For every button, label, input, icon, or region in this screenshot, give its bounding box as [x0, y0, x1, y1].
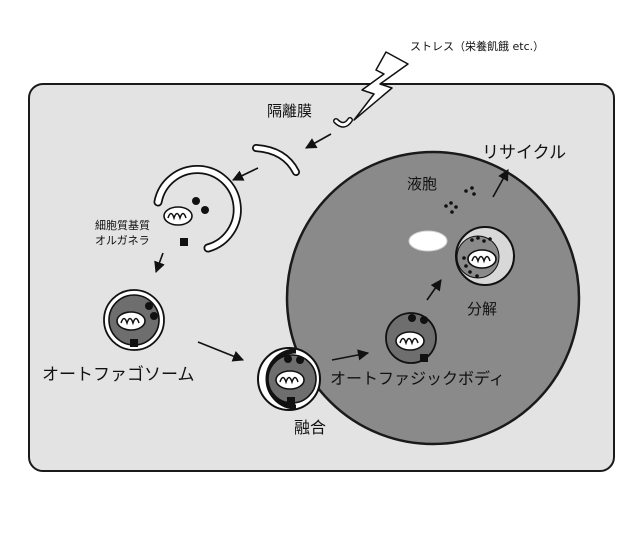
degrading-body	[455, 226, 515, 286]
degradation-label: 分解	[467, 300, 498, 318]
fusion-body	[257, 347, 321, 411]
arrow-to-fusion	[197, 341, 245, 362]
arrow-membrane-1	[305, 133, 332, 149]
arrow-to-degradation	[426, 279, 442, 301]
organelle-dot	[201, 206, 209, 214]
arrow-to-autophagosome	[154, 252, 165, 274]
degraded-fragments	[444, 186, 476, 214]
lightning-bolt-icon	[353, 51, 409, 121]
degraded-mitochondrion	[408, 230, 448, 252]
organelle-label: オルガネラ	[95, 234, 150, 247]
mitochondrion-icon	[163, 206, 193, 226]
cytoplasm-label: 細胞質基質	[95, 219, 150, 232]
vacuole	[285, 150, 581, 446]
autophagosome	[103, 289, 165, 351]
arrow-to-recycle	[492, 169, 509, 198]
autophagic-body	[385, 312, 437, 364]
organelle-square	[180, 238, 188, 246]
vacuole-label: 液胞	[407, 175, 438, 193]
recycle-label: リサイクル	[482, 143, 567, 163]
fusion-label: 融合	[294, 418, 327, 437]
isolation-membrane-label: 隔離膜	[267, 102, 313, 120]
arrow-membrane-2	[231, 167, 259, 181]
autophagic-body-label: オートファジックボディ	[330, 369, 505, 388]
organelle-dot	[192, 197, 200, 205]
stress-label: ストレス（栄養飢餓 etc.）	[410, 40, 545, 53]
arrow-to-autophagic-body	[331, 349, 370, 361]
autophagosome-label: オートファゴソーム	[42, 365, 195, 385]
